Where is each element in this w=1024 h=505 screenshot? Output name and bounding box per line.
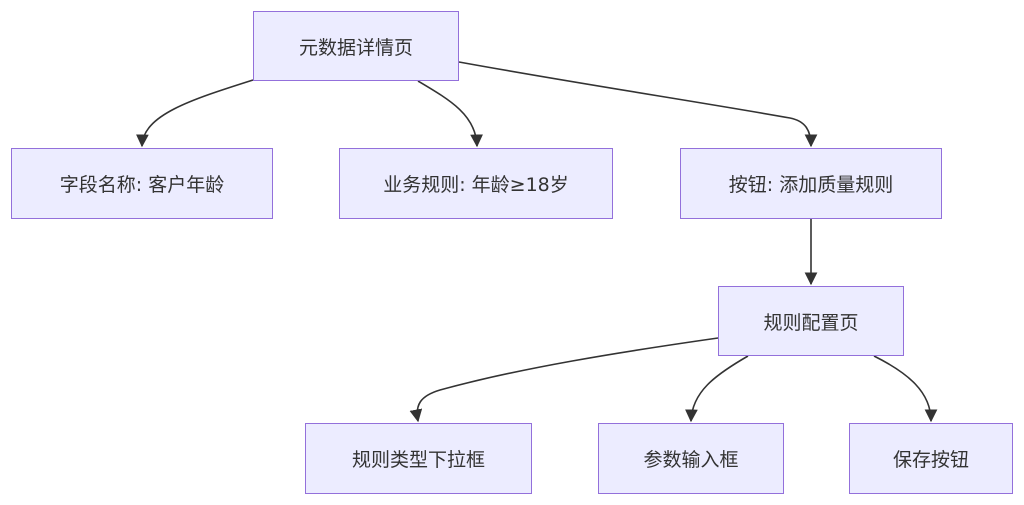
node-label: 字段名称: 客户年龄 [59,174,225,196]
edge-rule-config-to-param-input [685,355,749,423]
node-label: 按钮: 添加质量规则 [728,174,894,196]
node-label: 参数输入框 [643,449,739,471]
node-label: 元数据详情页 [298,36,413,59]
node-label: 规则配置页 [763,311,859,334]
node-label: 保存按钮 [892,449,969,471]
node-add-quality-rule-button[interactable]: 按钮: 添加质量规则 [680,148,942,219]
edge-root-to-business-rule [417,80,484,148]
node-rule-type-dropdown[interactable]: 规则类型下拉框 [305,423,532,494]
node-rule-config-page[interactable]: 规则配置页 [718,286,904,356]
node-metadata-detail-page[interactable]: 元数据详情页 [253,11,459,81]
edge-root-to-add-button [458,61,818,148]
node-business-rule[interactable]: 业务规则: 年龄≥18岁 [339,148,613,219]
edge-rule-config-to-save-button [873,355,938,423]
edge-rule-config-to-rule-type [409,337,719,423]
node-save-button[interactable]: 保存按钮 [849,423,1013,494]
node-label: 规则类型下拉框 [351,449,485,471]
node-field-name[interactable]: 字段名称: 客户年龄 [11,148,273,219]
edge-root-to-field [135,79,254,148]
node-param-input[interactable]: 参数输入框 [598,423,784,494]
node-label: 业务规则: 年龄≥18岁 [383,174,569,196]
